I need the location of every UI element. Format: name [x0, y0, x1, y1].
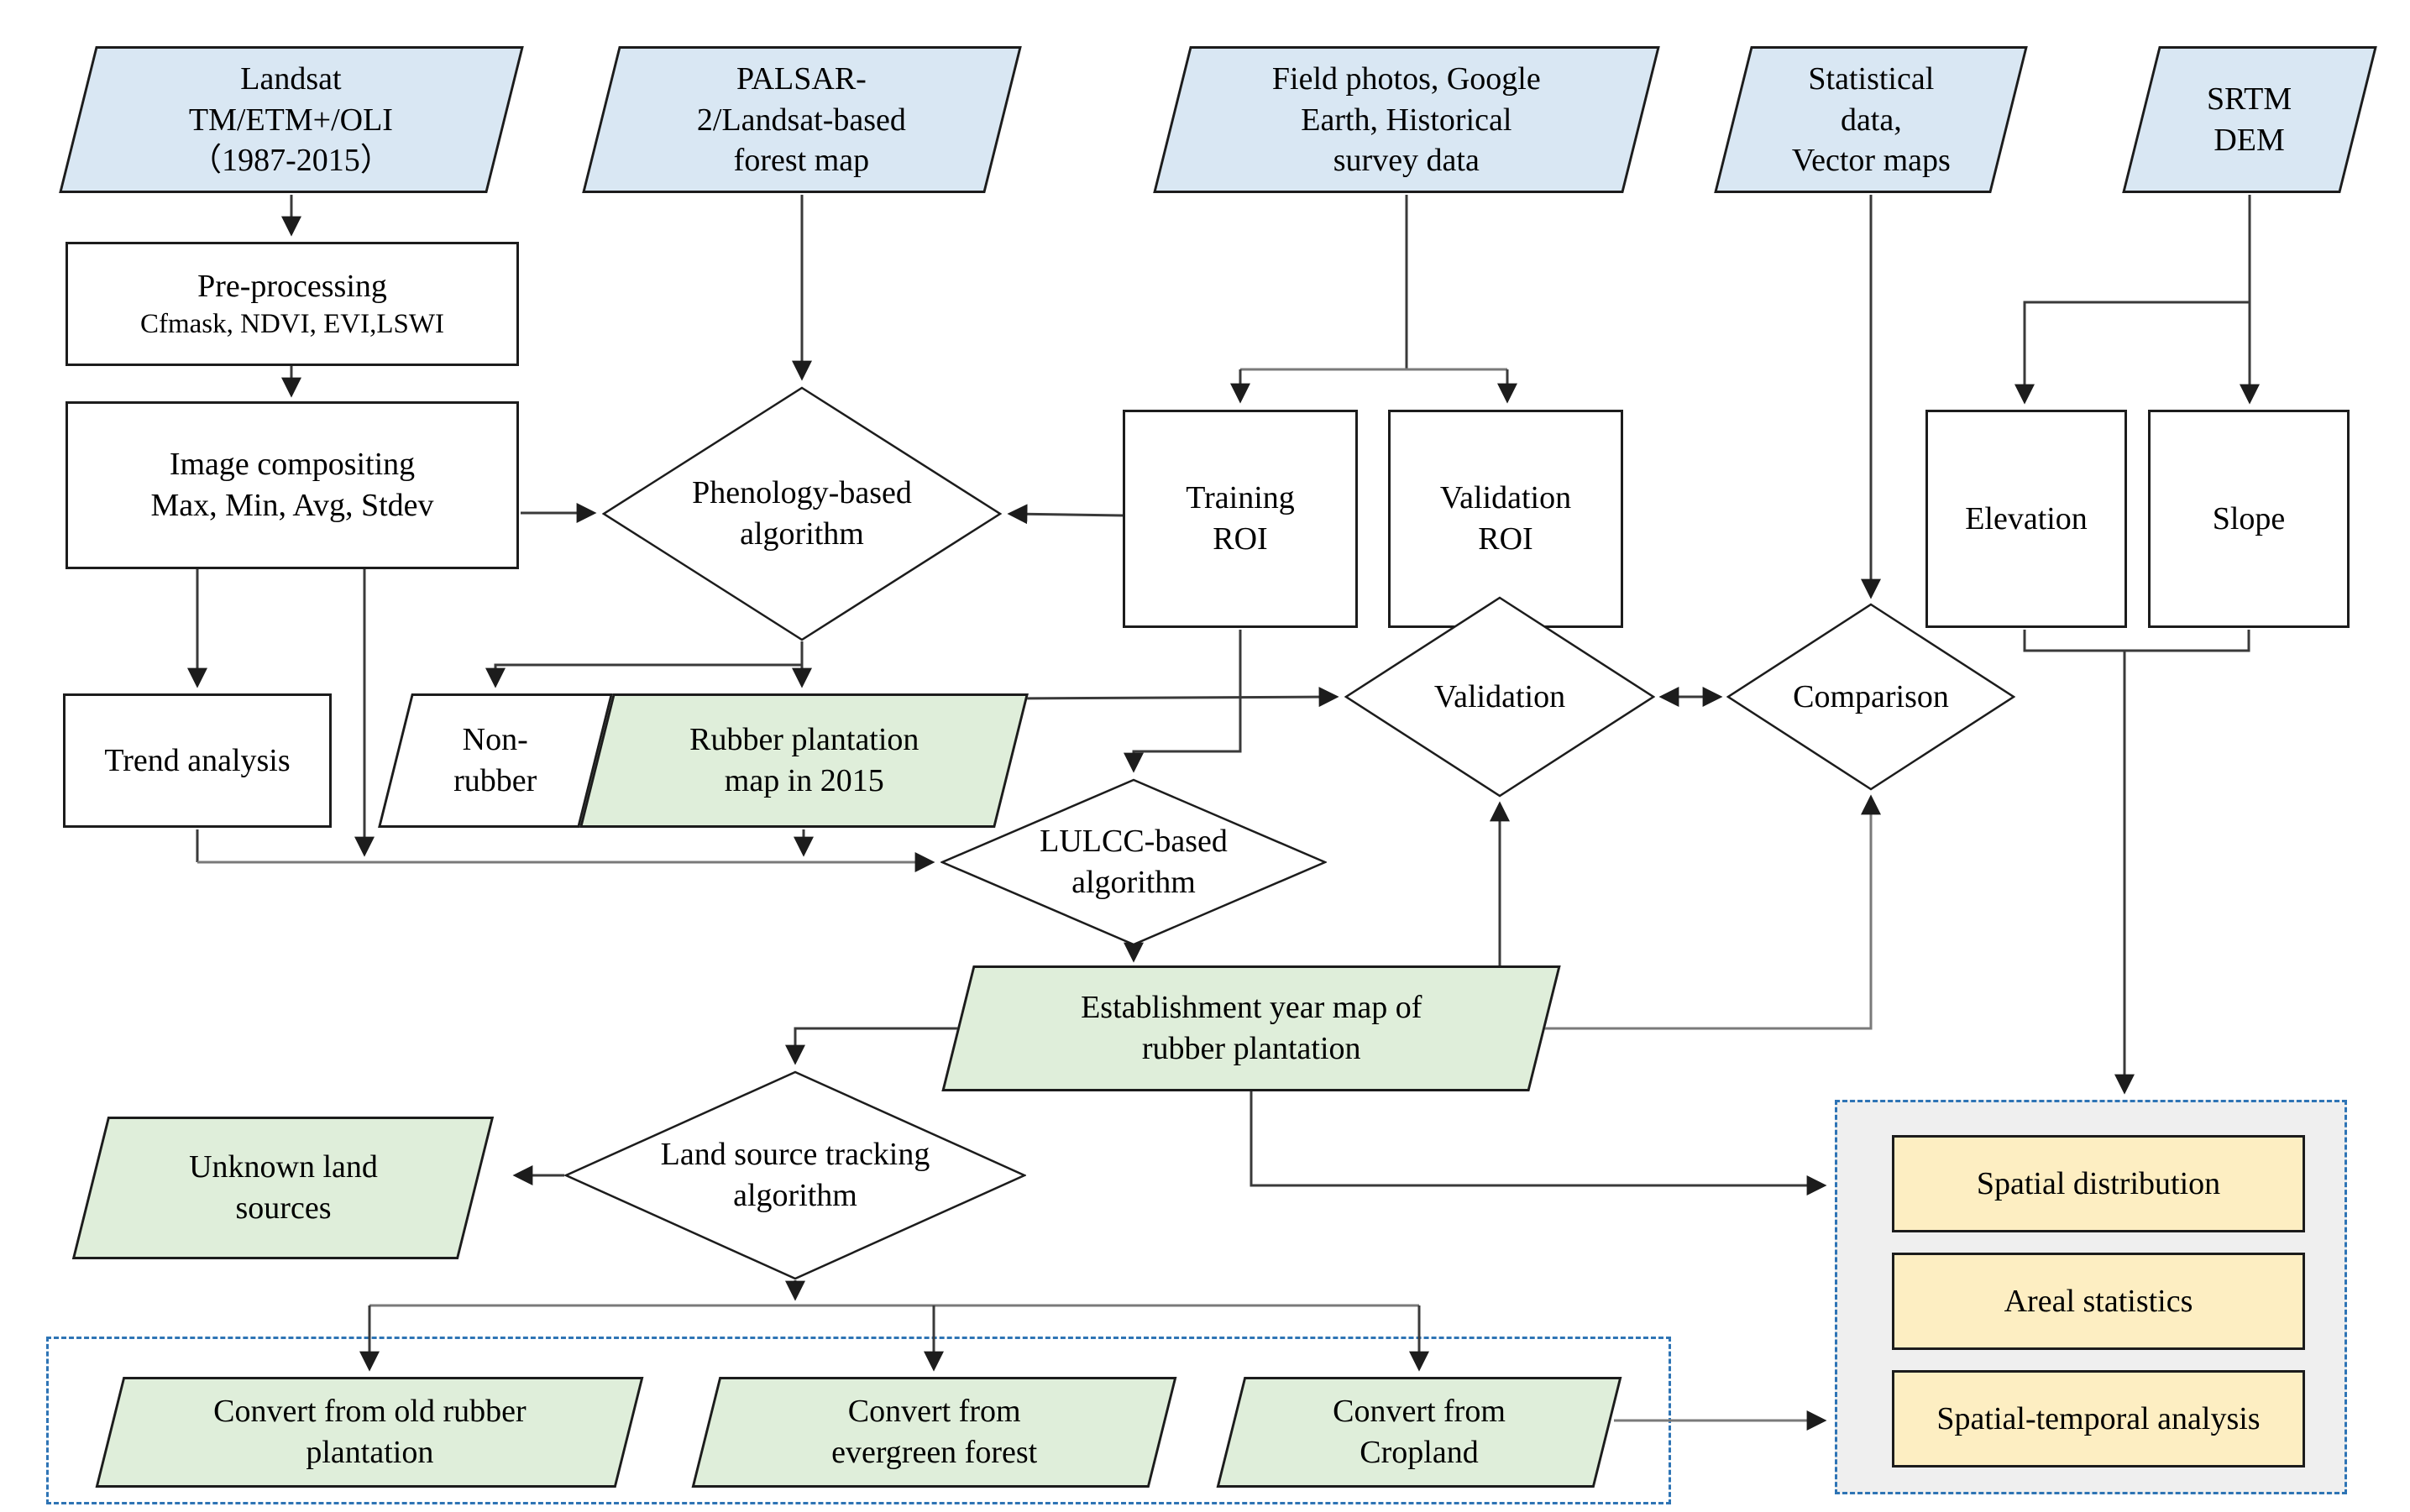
training-roi-label: Training ROI — [1186, 480, 1295, 557]
srtm-label: SRTM DEM — [2207, 81, 2292, 158]
statistical-label: Statistical data, Vector maps — [1791, 60, 1951, 178]
phenology-diamond-shape — [602, 386, 1002, 641]
landsat-label: Landsat TM/ETM+/OLI （1987-2015） — [189, 60, 394, 178]
preprocessing-subtitle: Cfmask, NDVI, EVI,LSWI — [139, 309, 445, 340]
preprocessing-title: Pre-processing — [197, 268, 387, 304]
convert-cropland-label: Convert from Cropland — [1333, 1394, 1506, 1470]
comparison-diamond-shape — [1726, 603, 2015, 791]
node-areal-statistics: Areal statistics — [1892, 1253, 2305, 1350]
node-palsar-input: PALSAR- 2/Landsat-based forest map — [582, 46, 1022, 193]
field-photos-label: Field photos, Google Earth, Historical s… — [1272, 60, 1541, 178]
node-land-source-tracking: Land source tracking algorithm — [564, 1070, 1026, 1280]
node-spatial-temporal-analysis: Spatial-temporal analysis — [1892, 1370, 2305, 1468]
areal-statistics-label: Areal statistics — [2004, 1283, 2193, 1319]
validation-label: Validation — [1433, 678, 1566, 714]
arrow-training-roi-to-lulcc — [1124, 630, 1242, 773]
node-statistical-input: Statistical data, Vector maps — [1714, 46, 2028, 193]
node-elevation: Elevation — [1925, 410, 2127, 628]
land-source-diamond-shape — [564, 1070, 1026, 1280]
node-convert-old-rubber: Convert from old rubber plantation — [95, 1377, 644, 1488]
node-non-rubber: Non- rubber — [378, 693, 613, 828]
node-srtm-input: SRTM DEM — [2122, 46, 2377, 193]
spatial-distribution-label: Spatial distribution — [1976, 1165, 2221, 1201]
palsar-label: PALSAR- 2/Landsat-based forest map — [697, 60, 907, 178]
node-spatial-distribution: Spatial distribution — [1892, 1135, 2305, 1232]
spatial-temporal-analysis-label: Spatial-temporal analysis — [1936, 1400, 2261, 1436]
node-image-compositing: Image compositing Max, Min, Avg, Stdev — [65, 401, 519, 569]
node-convert-cropland: Convert from Cropland — [1216, 1377, 1622, 1488]
arrow-rubber-map-to-validation — [1007, 687, 1339, 708]
node-validation: Validation — [1344, 596, 1655, 798]
node-unknown-land-sources: Unknown land sources — [71, 1117, 495, 1259]
convert-old-rubber-label: Convert from old rubber plantation — [212, 1394, 527, 1470]
node-field-photos-input: Field photos, Google Earth, Historical s… — [1153, 46, 1660, 193]
slope-label: Slope — [2212, 500, 2286, 536]
lulcc-label: LULCC-based algorithm — [1040, 824, 1228, 900]
image-compositing-label: Image compositing Max, Min, Avg, Stdev — [150, 447, 434, 523]
validation-diamond-shape — [1344, 596, 1655, 798]
non-rubber-label: Non- rubber — [453, 722, 537, 798]
node-landsat-input: Landsat TM/ETM+/OLI （1987-2015） — [59, 46, 524, 193]
arrow-establishment-to-land-source — [785, 1027, 961, 1065]
phenology-label: Phenology-based algorithm — [692, 475, 912, 552]
node-slope: Slope — [2148, 410, 2350, 628]
node-convert-evergreen-forest: Convert from evergreen forest — [691, 1377, 1177, 1488]
validation-roi-label: Validation ROI — [1439, 480, 1572, 557]
arrow-phenology-to-non-rubber — [485, 663, 802, 688]
arrow-srtm-to-elevation — [2014, 301, 2250, 405]
unknown-land-sources-label: Unknown land sources — [188, 1149, 378, 1226]
node-preprocessing: Pre-processing Cfmask, NDVI, EVI,LSWI — [65, 242, 519, 366]
trend-analysis-label: Trend analysis — [104, 742, 291, 778]
elevation-label: Elevation — [1965, 500, 2088, 536]
node-establishment-year-map: Establishment year map of rubber plantat… — [941, 965, 1561, 1091]
node-phenology-algorithm: Phenology-based algorithm — [602, 386, 1002, 641]
arrow-establishment-to-comparison — [1543, 794, 1881, 1030]
rubber-map-2015-label: Rubber plantation map in 2015 — [689, 722, 919, 798]
node-validation-roi: Validation ROI — [1388, 410, 1623, 628]
land-source-label: Land source tracking algorithm — [660, 1137, 930, 1213]
convert-evergreen-forest-label: Convert from evergreen forest — [830, 1394, 1038, 1470]
comparison-label: Comparison — [1793, 678, 1949, 714]
node-comparison: Comparison — [1726, 603, 2015, 791]
node-trend-analysis: Trend analysis — [63, 693, 332, 828]
line-elevation-slope-join — [2023, 630, 2250, 652]
arrow-training-roi-to-phenology — [1007, 504, 1124, 525]
establishment-year-map-label: Establishment year map of rubber plantat… — [1080, 990, 1422, 1066]
node-lulcc-algorithm: LULCC-based algorithm — [940, 778, 1327, 946]
node-training-roi: Training ROI — [1123, 410, 1358, 628]
arrow-establishment-to-spatial-distribution — [1250, 1091, 1827, 1195]
